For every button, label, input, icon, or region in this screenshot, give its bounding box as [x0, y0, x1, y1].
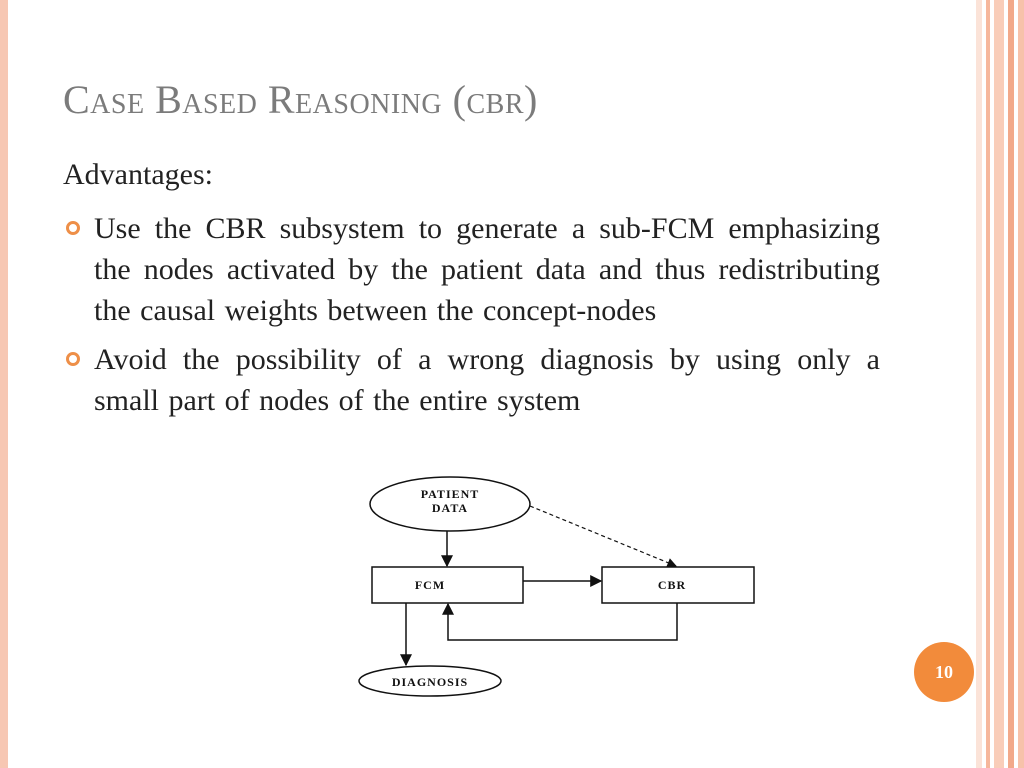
bullet-text: Avoid the possibility of a wrong diagnos…	[94, 343, 880, 417]
cbr-label: CBR	[658, 578, 686, 592]
advantages-heading: Advantages:	[63, 158, 213, 191]
page-number-badge: 10	[914, 642, 974, 702]
fcm-label: FCM	[415, 578, 445, 592]
arrow-cbr-to-fcm-feedback	[442, 602, 678, 641]
ring-bullet-icon	[66, 221, 80, 235]
patient-data-label-line2: DATA	[432, 501, 468, 515]
bullet-list: Use the CBR subsystem to generate a sub-…	[60, 208, 880, 429]
patient-data-label-line1: PATIENT	[421, 487, 480, 501]
arrow-patient-to-cbr-dashed	[529, 505, 677, 568]
fcm-node	[371, 566, 524, 604]
slide-title: Case Based Reasoning (cbr)	[63, 77, 538, 122]
diagnosis-label: DIAGNOSIS	[392, 675, 468, 689]
diagnosis-node	[358, 665, 502, 697]
cbr-node	[601, 566, 755, 604]
left-edge-stripe	[0, 0, 8, 768]
right-decorative-stripes	[976, 0, 1024, 768]
patient-data-node	[369, 476, 531, 532]
bullet-item: Avoid the possibility of a wrong diagnos…	[60, 339, 880, 421]
bullet-item: Use the CBR subsystem to generate a sub-…	[60, 208, 880, 331]
ring-bullet-icon	[66, 352, 80, 366]
bullet-text: Use the CBR subsystem to generate a sub-…	[94, 212, 880, 327]
cbr-flow-diagram: PATIENT DATA FCM CBR DIAGNOSIS	[358, 476, 755, 697]
